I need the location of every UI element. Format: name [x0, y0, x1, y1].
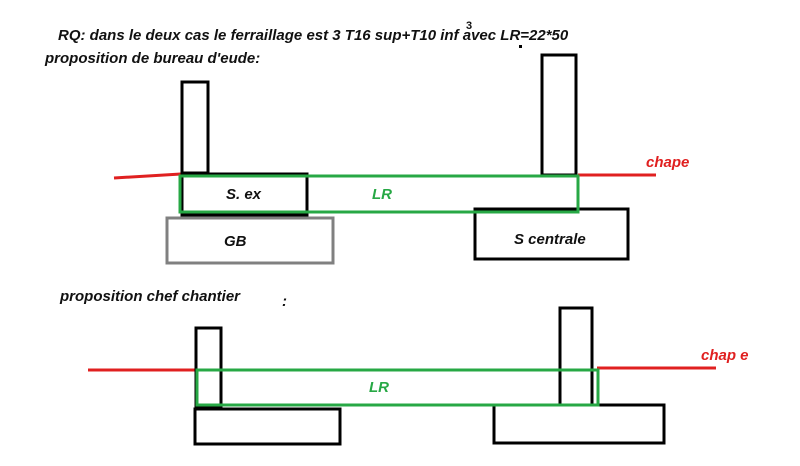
support-centrale-box: [473, 207, 630, 261]
footing-right-2: [492, 403, 666, 445]
note-line: RQ: dans le deux cas le ferraillage est …: [58, 27, 569, 44]
diagram2-title: proposition chef chantier: [60, 288, 241, 305]
column-left-2: [194, 326, 223, 410]
dot-mark: [519, 45, 522, 48]
column-left: [180, 80, 210, 175]
diagram-bureau-etude: [113, 45, 656, 265]
label-sex: S. ex: [226, 186, 262, 203]
stray-mark: 3: [466, 20, 473, 32]
column-right: [540, 53, 578, 177]
label-chape: chape: [646, 154, 690, 171]
label-lr-2: LR: [369, 379, 389, 396]
gb-box: [165, 216, 335, 265]
diagram1-title: proposition de bureau d'eude:: [45, 50, 261, 67]
label-gb: GB: [224, 233, 247, 250]
chape-line-left: [113, 172, 182, 180]
beam-lr: [178, 174, 580, 214]
diagram2-title-suffix: :: [282, 293, 287, 310]
label-lr: LR: [372, 186, 392, 203]
column-right-2: [558, 306, 594, 407]
support-exterior-box: [180, 172, 309, 217]
diagram-chef-chantier: [88, 306, 716, 446]
footing-left-2: [193, 407, 342, 446]
beam-lr-2: [195, 368, 600, 407]
label-scentrale: S centrale: [514, 231, 586, 248]
label-chape-2: chap e: [701, 347, 749, 364]
